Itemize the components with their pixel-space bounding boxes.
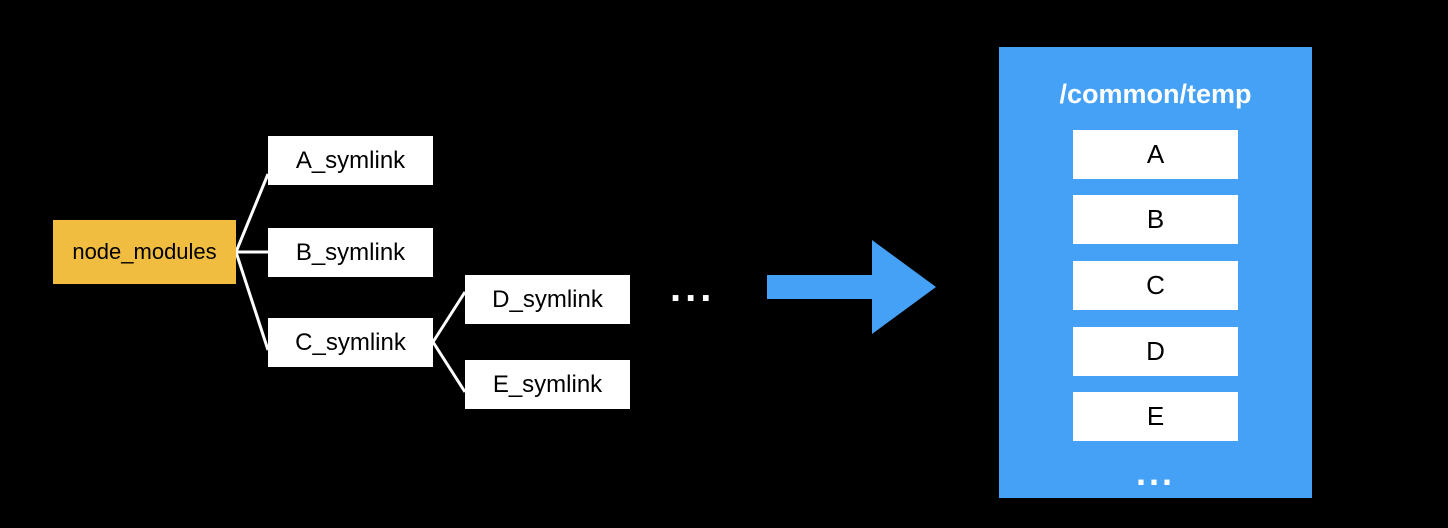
panel-title: /common/temp xyxy=(1059,79,1252,109)
temp-item-c: C xyxy=(1073,261,1238,310)
temp-item-d: D xyxy=(1073,327,1238,376)
connector-c-d xyxy=(431,291,467,343)
node-modules-box: node_modules xyxy=(53,220,236,284)
d-symlink-box: D_symlink xyxy=(465,275,630,324)
e-symlink-box: E_symlink xyxy=(465,360,630,409)
b-symlink-box: B_symlink xyxy=(268,228,433,277)
panel-ellipsis: ... xyxy=(1135,452,1175,493)
c-symlink-box: C_symlink xyxy=(268,318,433,367)
connector-root-c xyxy=(234,251,270,351)
temp-item-b: B xyxy=(1073,195,1238,244)
connector-root-a xyxy=(234,173,270,253)
temp-item-a: A xyxy=(1073,130,1238,179)
common-temp-panel: /common/temp A B C D E ... xyxy=(999,47,1312,498)
connector-c-e xyxy=(431,341,467,393)
tree-ellipsis: ... xyxy=(670,266,716,310)
right-arrow-icon xyxy=(767,240,936,334)
a-symlink-box: A_symlink xyxy=(268,136,433,185)
temp-item-e: E xyxy=(1073,392,1238,441)
